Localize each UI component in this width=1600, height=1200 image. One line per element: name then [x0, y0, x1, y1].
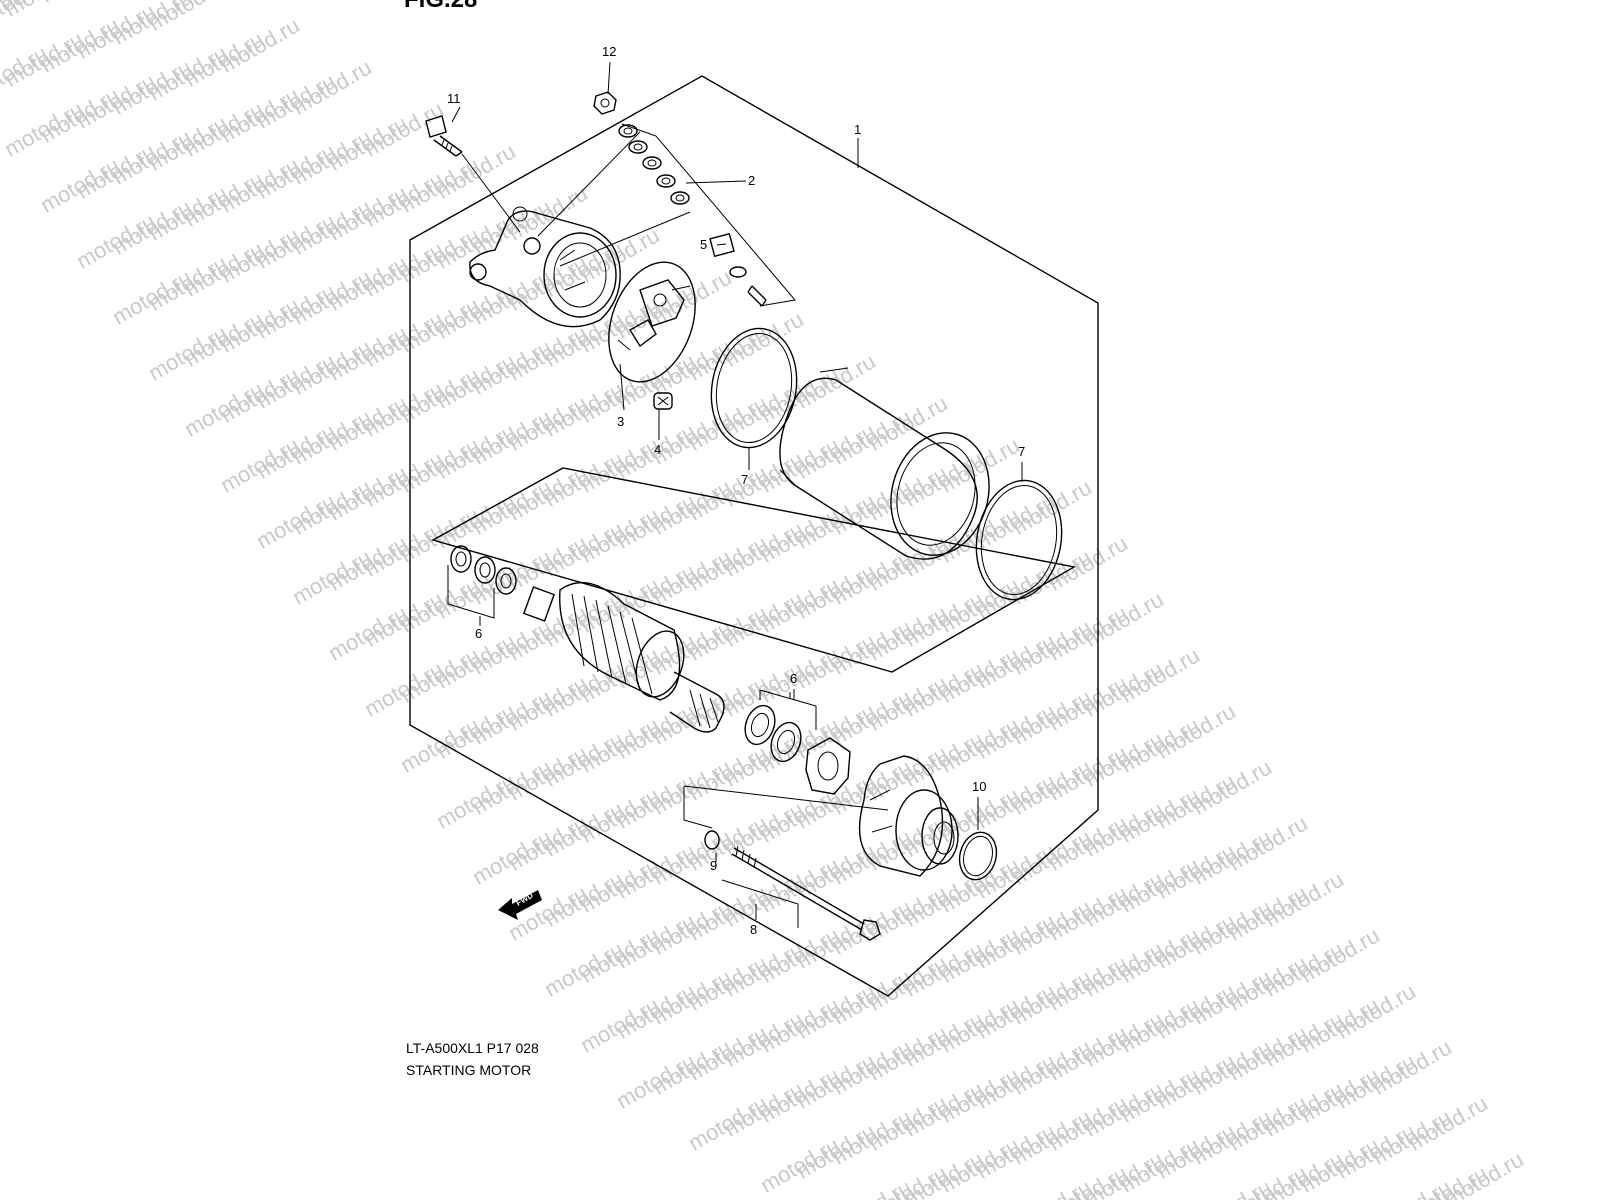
- callout-2: 2: [748, 173, 755, 188]
- washer-set-right-part: [744, 689, 817, 763]
- o-ring-end-part: [958, 831, 998, 881]
- subgroup-frame: [431, 467, 1076, 673]
- callout-7a: 7: [741, 472, 748, 487]
- callout-11: 11: [447, 91, 461, 106]
- callout-4: 4: [654, 442, 661, 457]
- washer-stack-part: [618, 123, 796, 307]
- through-bolt-part: [731, 845, 881, 941]
- callout-5: 5: [700, 237, 707, 252]
- callout-10: 10: [972, 779, 986, 794]
- housing-part: [779, 367, 990, 560]
- callout-8: 8: [750, 922, 757, 937]
- front-housing-part: [858, 755, 959, 877]
- o-ring-left-part: [710, 327, 798, 449]
- callout-1: 1: [854, 122, 861, 137]
- o-ring-bolt-part: [704, 830, 720, 850]
- assembly-frame: [409, 75, 1099, 997]
- model-code-caption: LT-A500XL1 P17 028: [406, 1040, 539, 1056]
- washer-set-left-part: [447, 545, 517, 619]
- nut-part: [593, 91, 617, 115]
- brush-plate-part: [608, 261, 696, 383]
- callout-3: 3: [617, 414, 624, 429]
- callout-12: 12: [602, 44, 616, 59]
- callout-7b: 7: [1018, 444, 1025, 459]
- armature-part: [522, 581, 725, 733]
- o-ring-right-part: [975, 479, 1063, 601]
- fwd-arrow-icon: FWD: [498, 890, 542, 920]
- figure-title: FIG.28: [404, 0, 477, 14]
- spring-part: [653, 392, 673, 410]
- bolt-part: [425, 115, 521, 233]
- part-name-caption: STARTING MOTOR: [406, 1062, 532, 1078]
- callout-6b: 6: [790, 671, 797, 686]
- callout-6a: 6: [475, 626, 482, 641]
- lock-plate-part: [805, 737, 851, 795]
- end-cover-part: [469, 206, 621, 328]
- callout-9: 9: [710, 858, 717, 873]
